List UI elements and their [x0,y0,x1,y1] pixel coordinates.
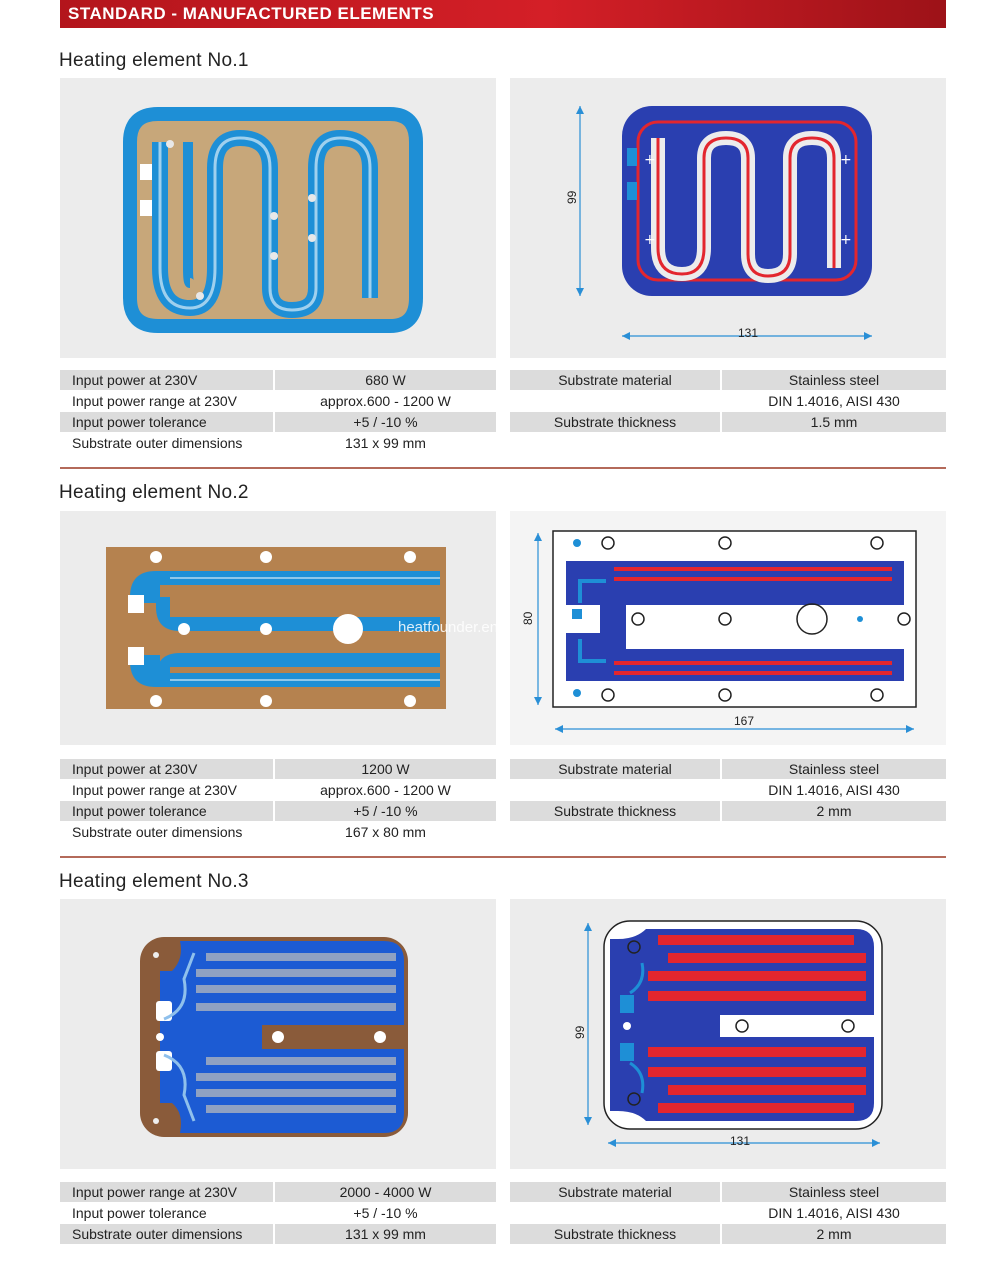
spec-row: Substrate material Stainless steel [510,759,946,779]
element-1-diagram: + + + + 99 131 [510,78,946,358]
element-2-photo: heatfounder.en.alibaba.com [60,511,496,745]
spec-row: Input power tolerance +5 / -10 % [60,801,496,821]
element-2-height-label: 80 [521,611,535,625]
element-2-width-label: 167 [734,714,754,728]
header-banner: STANDARD - MANUFACTURED ELEMENTS [60,0,946,28]
spec-row: Substrate material Stainless steel [510,1182,946,1202]
spec-row: DIN 1.4016, AISI 430 [768,1205,900,1221]
spec-row: Substrate outer dimensions 167 x 80 mm [72,824,426,840]
spec-row: Input power range at 230V approx.600 - 1… [72,782,451,798]
element-3-diagram: 99 131 [510,899,946,1169]
element-2-title: Heating element No.2 [59,482,249,503]
element-1-photo [60,78,496,358]
section-divider [60,467,946,469]
spec-row: DIN 1.4016, AISI 430 [768,393,900,409]
spec-row: Input power at 230V 1200 W [60,759,496,779]
element-1-height-label: 99 [565,190,579,204]
spec-row: Substrate outer dimensions 131 x 99 mm [72,435,426,451]
spec-row: Substrate material Stainless steel [510,370,946,390]
svg-text:+: + [840,232,852,248]
spec-row: Substrate thickness 2 mm [510,1224,946,1244]
svg-text:+: + [644,232,656,248]
header-title: STANDARD - MANUFACTURED ELEMENTS [68,4,435,23]
spec-row: Input power range at 230V approx.600 - 1… [72,393,451,409]
spec-row: Substrate thickness 1.5 mm [510,412,946,432]
element-3-width-label: 131 [730,1134,750,1148]
watermark: heatfounder.en.alibaba.com [398,619,496,636]
spec-row: Substrate thickness 2 mm [510,801,946,821]
svg-text:+: + [840,152,852,168]
element-3-photo [60,899,496,1169]
element-3-title: Heating element No.3 [59,871,249,892]
spec-row: Input power tolerance +5 / -10 % [72,1205,418,1221]
spec-row: Substrate outer dimensions 131 x 99 mm [60,1224,496,1244]
spec-row: Input power range at 230V 2000 - 4000 W [60,1182,496,1202]
element-2-diagram: 80 167 [510,511,946,745]
element-3-height-label: 99 [573,1025,587,1039]
element-1-width-label: 131 [738,326,758,340]
svg-text:+: + [644,152,656,168]
spec-row: Input power tolerance +5 / -10 % [60,412,496,432]
section-divider [60,856,946,858]
spec-row: Input power at 230V 680 W [60,370,496,390]
spec-row: DIN 1.4016, AISI 430 [768,782,900,798]
element-1-title: Heating element No.1 [59,50,249,71]
